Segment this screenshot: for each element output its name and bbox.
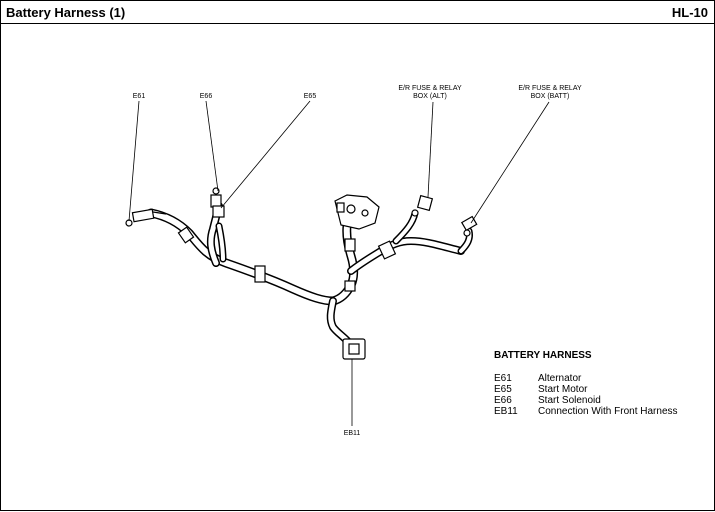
harness-trunk bbox=[146, 202, 473, 349]
starter-relay-block bbox=[334, 194, 380, 230]
legend-row: E66 Start Solenoid bbox=[494, 395, 678, 406]
callout-eb11: EB11 bbox=[344, 430, 361, 437]
page-header: Battery Harness (1) HL-10 bbox=[1, 1, 714, 24]
callout-e65: E65 bbox=[304, 93, 317, 100]
harness-clips bbox=[177, 226, 397, 292]
legend-code: E61 bbox=[494, 373, 512, 384]
connector-batt-terminal bbox=[460, 215, 478, 237]
legend-title: BATTERY HARNESS bbox=[494, 350, 592, 361]
connector-eb11 bbox=[342, 338, 366, 360]
connector-e61 bbox=[125, 208, 167, 227]
callout-alt-line1: E/R FUSE & RELAY bbox=[398, 85, 462, 92]
legend: BATTERY HARNESS E61 Alternator E65 Start… bbox=[494, 350, 678, 417]
legend-desc: Connection With Front Harness bbox=[538, 406, 678, 417]
legend-code: E66 bbox=[494, 395, 512, 406]
callout-e61: E61 bbox=[133, 93, 146, 100]
legend-row: E61 Alternator bbox=[494, 373, 678, 384]
callout-batt-line1: E/R FUSE & RELAY bbox=[518, 85, 582, 92]
legend-row: E65 Start Motor bbox=[494, 384, 678, 395]
connector-e65 bbox=[212, 205, 225, 218]
connector-e66 bbox=[210, 187, 222, 208]
legend-code: E65 bbox=[494, 384, 512, 395]
callout-e66: E66 bbox=[200, 93, 213, 100]
legend-desc: Alternator bbox=[538, 373, 582, 384]
connector-alt-terminal bbox=[411, 194, 434, 217]
callout-batt-line2: BOX (BATT) bbox=[531, 93, 570, 100]
leader-lines bbox=[128, 100, 550, 426]
callout-alt-line2: BOX (ALT) bbox=[413, 93, 447, 100]
legend-code: EB11 bbox=[494, 406, 518, 417]
page-code: HL-10 bbox=[671, 5, 708, 20]
page-title: Battery Harness (1) bbox=[6, 5, 126, 20]
legend-desc: Start Motor bbox=[538, 384, 588, 395]
legend-desc: Start Solenoid bbox=[538, 395, 601, 406]
legend-row: EB11 Connection With Front Harness bbox=[494, 406, 678, 417]
